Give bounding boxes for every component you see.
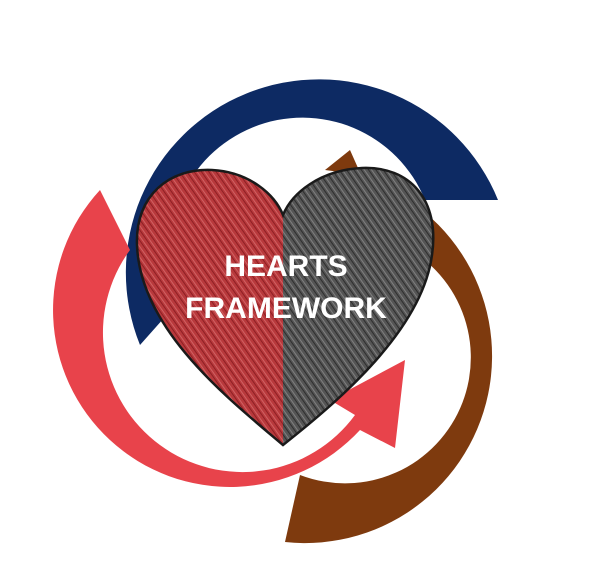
grit-label: Grit (472, 456, 533, 516)
center-title-line1: HEARTS (224, 250, 347, 283)
grit-label-text: Grit (472, 456, 533, 516)
grit-arc (285, 150, 493, 544)
grit-ring (285, 150, 493, 544)
nurturance-ring (125, 79, 499, 346)
heart-outline (135, 166, 435, 447)
relationship-ring (53, 190, 406, 487)
nurturance-arc (125, 79, 499, 346)
center-title-line2: FRAMEWORK (185, 292, 387, 325)
heart-icon (135, 166, 435, 447)
heart-left-half (136, 169, 283, 445)
relationship-arc (53, 190, 406, 487)
heart-right-half (283, 167, 434, 445)
